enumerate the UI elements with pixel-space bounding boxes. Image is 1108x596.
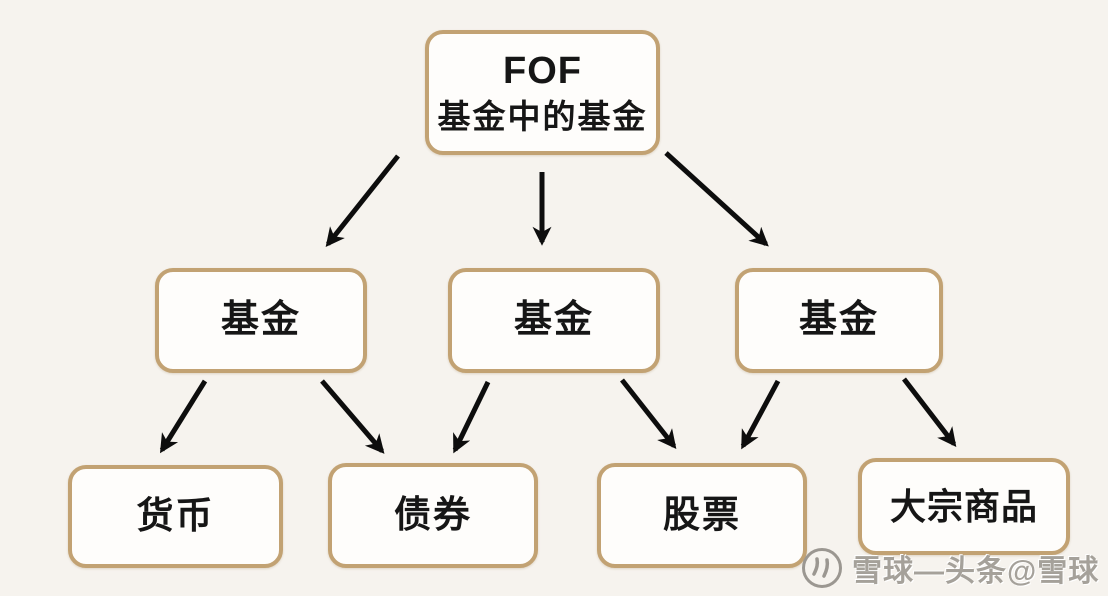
arrow-fund-right-to-stock bbox=[740, 379, 781, 450]
watermark-text: 雪球—头条@雪球 bbox=[852, 555, 1100, 588]
node-fund-right-label: 基金 bbox=[798, 298, 879, 341]
node-fof-subtitle: 基金中的基金 bbox=[437, 97, 648, 135]
node-money-label: 货币 bbox=[136, 495, 215, 537]
arrow-fof-to-fund-right bbox=[664, 151, 769, 247]
node-bond: 债券 bbox=[328, 463, 538, 568]
node-stock-label: 股票 bbox=[663, 494, 741, 536]
node-stock: 股票 bbox=[597, 463, 807, 568]
node-bond-label: 债券 bbox=[394, 494, 472, 536]
node-fund-center-label: 基金 bbox=[513, 298, 594, 341]
node-fof: FOF 基金中的基金 bbox=[425, 30, 660, 155]
arrow-fund-center-to-bond bbox=[452, 380, 491, 454]
node-fund-center: 基金 bbox=[448, 268, 660, 373]
arrow-fund-left-to-bond bbox=[320, 379, 385, 454]
node-fund-left: 基金 bbox=[155, 268, 367, 373]
xueqiu-snowball-logo-icon bbox=[802, 548, 842, 588]
arrow-fund-right-to-commodity bbox=[902, 377, 957, 448]
watermark: 雪球—头条@雪球 bbox=[800, 546, 1099, 590]
node-fund-right: 基金 bbox=[735, 268, 943, 373]
node-fof-title: FOF bbox=[503, 50, 582, 93]
node-commodity: 大宗商品 bbox=[858, 458, 1070, 555]
arrow-fund-center-to-stock bbox=[620, 378, 677, 449]
node-money: 货币 bbox=[68, 465, 283, 568]
node-fund-left-label: 基金 bbox=[220, 298, 301, 341]
arrow-fund-left-to-money bbox=[159, 379, 208, 454]
arrow-fof-to-fund-left bbox=[325, 154, 400, 247]
node-commodity-label: 大宗商品 bbox=[889, 486, 1038, 527]
